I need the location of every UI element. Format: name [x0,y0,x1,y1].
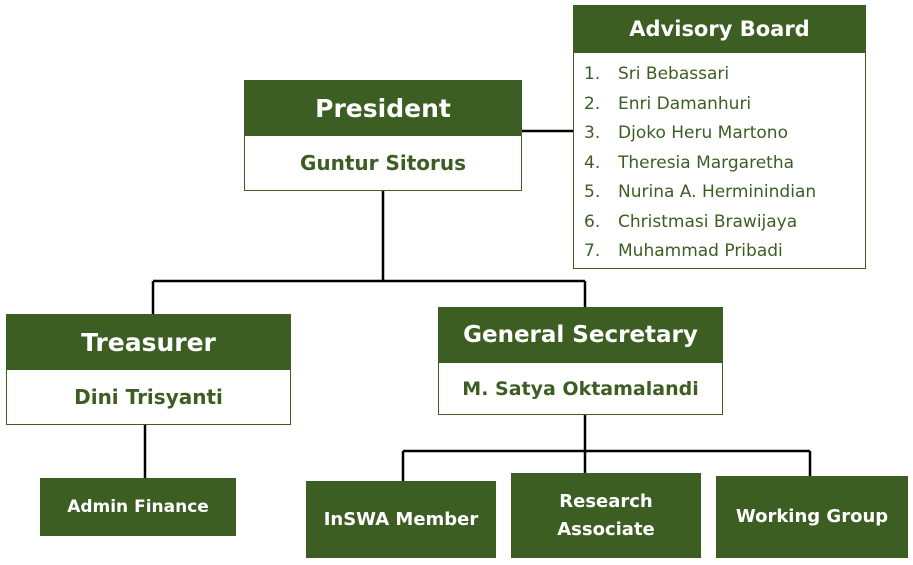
treasurer-box: Treasurer Dini Trisyanti [6,314,291,425]
research-associate-label-line1: Research [559,490,653,512]
general-secretary-name: M. Satya Oktamalandi [438,363,723,415]
working-group-label: Working Group [735,506,889,528]
admin-finance-label: Admin Finance [67,496,209,517]
advisory-board-list: 1.Sri Bebassari 2.Enri Damanhuri 3.Djoko… [573,53,866,269]
treasurer-title: Treasurer [6,314,291,370]
inswa-member-box: InSWA Member [306,481,496,558]
list-item: 6.Christmasi Brawijaya [584,211,798,232]
list-item: 4.Theresia Margaretha [584,152,795,173]
general-secretary-title: General Secretary [438,307,723,363]
list-item: 5.Nurina A. Herminindian [584,182,817,202]
president-name: Guntur Sitorus [244,136,522,191]
advisory-board-box: Advisory Board 1.Sri Bebassari 2.Enri Da… [573,5,866,269]
admin-finance-box: Admin Finance [40,478,236,536]
working-group-box: Working Group [716,476,908,558]
advisory-board-title: Advisory Board [573,5,866,53]
list-item: 3.Djoko Heru Martono [584,123,788,143]
list-item: 2.Enri Damanhuri [584,93,752,114]
list-item: 7.Muhammad Pribadi [584,241,783,261]
general-secretary-box: General Secretary M. Satya Oktamalandi [438,307,723,415]
president-title: President [244,80,522,136]
research-associate-label-line2: Associate [557,518,655,540]
treasurer-name: Dini Trisyanti [6,370,291,425]
list-item: 1.Sri Bebassari [584,64,730,84]
research-associate-box: Research Associate [511,473,701,558]
inswa-member-label: InSWA Member [323,508,479,530]
president-box: President Guntur Sitorus [244,80,522,191]
